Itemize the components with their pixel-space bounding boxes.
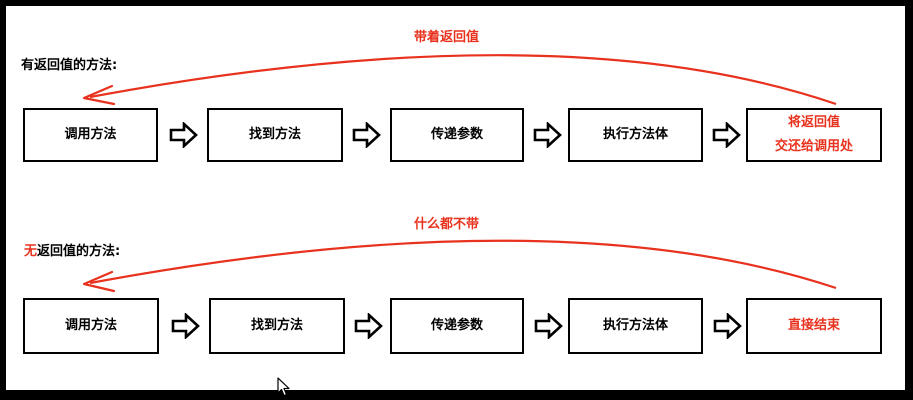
row-2-step-find-label: 找到方法: [250, 318, 303, 333]
row-2-step-execute: 执行方法体: [568, 298, 703, 354]
row-1-step-execute: 执行方法体: [568, 108, 703, 162]
hollow-right-arrow-icon: [712, 122, 741, 148]
return-curve-row-1-arrowhead: [82, 84, 116, 106]
row-1-title: 有返回值的方法:: [21, 54, 117, 73]
row-2-step-end-label: 直接结束: [787, 318, 840, 333]
row-2-step-params-label: 传递参数: [430, 318, 483, 333]
row-2-step-call: 调用方法: [23, 298, 159, 354]
row-2-title-text: 返回值的方法:: [37, 244, 121, 259]
row-1-curve-label: 带着返回值: [414, 30, 480, 45]
row-1-step-execute-label: 执行方法体: [602, 127, 668, 142]
row-2-step-find: 找到方法: [209, 298, 345, 354]
row-2-step-params: 传递参数: [390, 298, 524, 354]
return-curve-row-1: [89, 54, 837, 106]
row-1-title-text: 有返回值的方法:: [21, 58, 118, 73]
hollow-right-arrow-icon: [533, 122, 562, 148]
return-curve-row-2: [89, 239, 837, 290]
row-1-step-return: 将返回值 交还给调用处: [746, 108, 882, 162]
hollow-right-arrow-icon: [169, 122, 198, 148]
row-1-step-params: 传递参数: [390, 108, 524, 162]
row-1-step-find-label: 找到方法: [248, 127, 301, 142]
row-2-curve-label: 什么都不带: [414, 217, 480, 232]
row-2-title-highlight: 无: [24, 244, 38, 259]
row-2-title: 无返回值的方法:: [24, 240, 120, 259]
row-2-step-execute-label: 执行方法体: [602, 318, 668, 333]
row-1-step-return-line-2: 交还给调用处: [774, 139, 853, 154]
row-1-step-return-line-1: 将返回值: [787, 115, 840, 130]
hollow-right-arrow-icon: [352, 122, 381, 148]
hollow-right-arrow-icon: [171, 313, 200, 339]
hollow-right-arrow-icon: [713, 313, 742, 339]
mouse-cursor-icon: [277, 377, 290, 397]
hollow-right-arrow-icon: [354, 313, 383, 339]
row-1-step-call-label: 调用方法: [64, 127, 117, 142]
row-1-step-params-label: 传递参数: [430, 127, 483, 142]
row-2-step-end: 直接结束: [746, 298, 882, 354]
hollow-right-arrow-icon: [534, 313, 563, 339]
return-curve-row-2-arrowhead: [82, 270, 116, 293]
row-2-step-call-label: 调用方法: [64, 318, 117, 333]
row-1-step-find: 找到方法: [207, 108, 343, 162]
row-1-step-call: 调用方法: [23, 108, 158, 162]
